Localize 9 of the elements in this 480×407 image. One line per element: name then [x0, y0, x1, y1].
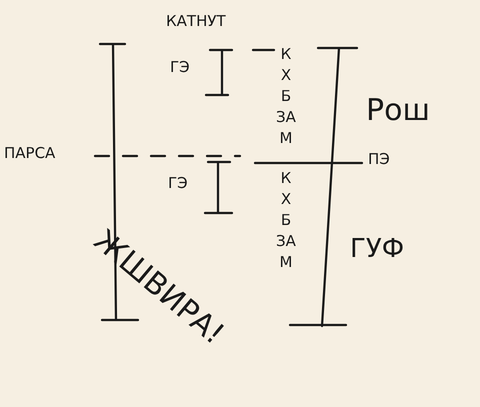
- vertical-handwritten-label: К Х Б ЗА М: [275, 168, 297, 273]
- handwritten-label: Рош: [366, 96, 430, 126]
- vertical-handwritten-label: К Х Б ЗА М: [275, 44, 297, 149]
- handwritten-label: ГУФ: [350, 236, 404, 262]
- handwritten-label: КАТНУТ: [166, 14, 226, 29]
- handwritten-label: ГЭ: [168, 176, 188, 191]
- handwritten-label: ПАРСА: [4, 146, 56, 161]
- handwritten-label: ГЭ: [170, 60, 190, 75]
- handwritten-label: ПЭ: [368, 152, 390, 167]
